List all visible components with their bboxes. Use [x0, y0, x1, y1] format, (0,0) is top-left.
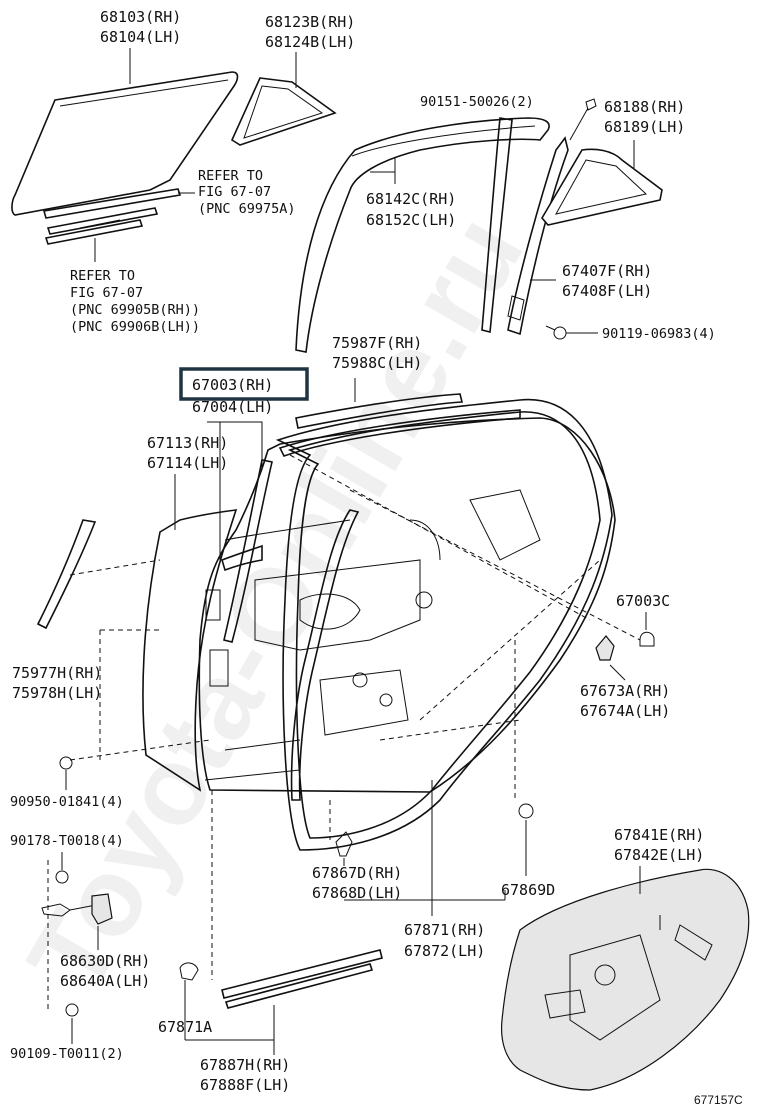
bolt-90109[interactable] [65, 1003, 79, 1017]
rear-door-outer-moulding[interactable] [36, 519, 97, 630]
label-pnc-69905b: (PNC 69905B(RH)) [70, 302, 200, 318]
label-67871-rh: 67871(RH) [404, 921, 485, 939]
label-fig-2: FIG 67-07 [70, 285, 143, 301]
clip-67869d[interactable] [518, 803, 534, 819]
label-fig-1: FIG 67-07 [198, 184, 271, 200]
glass-run-channel[interactable] [295, 117, 550, 353]
label-67872-lh: 67872(LH) [404, 942, 485, 960]
belt-moulding-outer[interactable] [295, 393, 464, 429]
label-67113: 67113(RH) [147, 434, 228, 452]
label-67868d: 67868D(LH) [312, 884, 402, 902]
label-68103: 68103(RH) [100, 8, 181, 26]
division-bar[interactable] [481, 117, 569, 336]
label-67003-rh[interactable]: 67003(RH) [192, 376, 273, 394]
belt-moulding-strips[interactable] [42, 188, 182, 245]
label-68188: 68188(RH) [604, 98, 685, 116]
label-pnc-69975a: (PNC 69975A) [198, 201, 296, 217]
label-90109: 90109-T0011(2) [10, 1046, 124, 1062]
quarter-window-frame[interactable] [541, 148, 663, 226]
label-75978h: 75978H(LH) [12, 684, 102, 702]
label-67888f: 67888F(LH) [200, 1076, 290, 1094]
label-67673a: 67673A(RH) [580, 682, 670, 700]
label-68142c: 68142C(RH) [366, 190, 456, 208]
label-90119: 90119-06983(4) [602, 326, 716, 342]
door-check[interactable] [41, 893, 113, 925]
label-75977h: 75977H(RH) [12, 664, 102, 682]
quarter-glass[interactable] [230, 77, 337, 146]
label-75987f: 75987F(RH) [332, 334, 422, 352]
label-90950: 90950-01841(4) [10, 794, 124, 810]
label-68124b: 68124B(LH) [265, 33, 355, 51]
stopper-67673a[interactable] [595, 635, 615, 661]
label-refer-to-2: REFER TO [70, 268, 135, 284]
label-68640a: 68640A(LH) [60, 972, 150, 990]
label-67114: 67114(LH) [147, 454, 228, 472]
highlight-box-67003 [179, 367, 309, 401]
label-68104: 68104(LH) [100, 28, 181, 46]
service-hole-cover[interactable] [500, 868, 750, 1091]
label-67003c: 67003C [616, 592, 670, 610]
label-67407f: 67407F(RH) [562, 262, 652, 280]
clip-67003c[interactable] [639, 631, 655, 647]
label-67408f: 67408F(LH) [562, 282, 652, 300]
label-67842e: 67842E(LH) [614, 846, 704, 864]
label-refer-to-1: REFER TO [198, 168, 263, 184]
label-75988c: 75988C(LH) [332, 354, 422, 372]
label-90151: 90151-50026(2) [420, 94, 534, 110]
label-68152c: 68152C(LH) [366, 211, 456, 229]
door-panel[interactable] [198, 417, 616, 793]
label-68189: 68189(LH) [604, 118, 685, 136]
bolt-90178[interactable] [55, 870, 69, 884]
label-90178: 90178-T0018(4) [10, 833, 124, 849]
door-outer-skin[interactable] [142, 509, 238, 792]
label-67887h: 67887H(RH) [200, 1056, 290, 1074]
label-68123b: 68123B(RH) [265, 13, 355, 31]
label-67869d: 67869D [501, 881, 555, 899]
screw-90151[interactable] [569, 98, 597, 141]
label-67871a: 67871A [158, 1018, 212, 1036]
label-pnc-69906b: (PNC 69906B(LH)) [70, 319, 200, 335]
door-lower-moulding[interactable] [179, 949, 383, 1009]
bolt-90950[interactable] [59, 756, 73, 770]
label-67004-lh: 67004(LH) [192, 398, 273, 416]
door-sash-frame[interactable] [223, 409, 521, 801]
clip-67867d[interactable] [335, 831, 353, 857]
label-68630d: 68630D(RH) [60, 952, 150, 970]
label-67841e: 67841E(RH) [614, 826, 704, 844]
label-67867d: 67867D(RH) [312, 864, 402, 882]
screw-90119[interactable] [545, 325, 567, 340]
figure-number: 677157C [694, 1093, 743, 1107]
door-glass[interactable] [11, 71, 239, 216]
label-67674a: 67674A(LH) [580, 702, 670, 720]
